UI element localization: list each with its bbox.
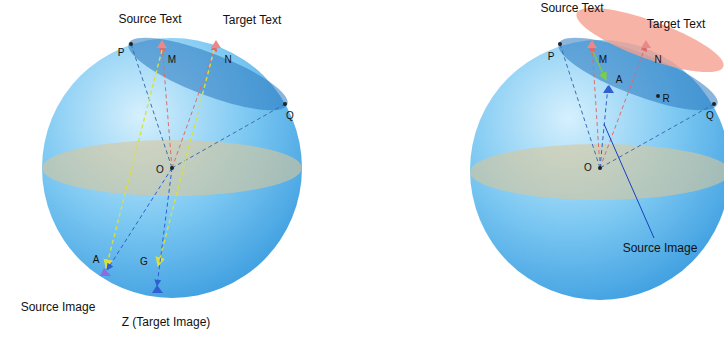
- point-label: N: [224, 55, 231, 65]
- image-label: Source Image: [623, 242, 698, 254]
- point-label: P: [118, 48, 125, 58]
- point-label: P: [548, 52, 555, 62]
- point-label: R: [662, 94, 669, 104]
- point-label: G: [140, 257, 148, 267]
- right-sphere: [470, 0, 724, 300]
- point-label: N: [654, 55, 661, 65]
- left-sphere: [42, 24, 302, 298]
- text-label: Target Text: [223, 14, 281, 26]
- point-label: O: [156, 165, 164, 175]
- image-label: Z (Target Image): [122, 316, 211, 328]
- text-label: Source Text: [118, 13, 181, 25]
- text-label: Target Text: [647, 18, 705, 30]
- point-label: Q: [286, 111, 294, 121]
- text-label: Source Text: [540, 2, 603, 14]
- point-label: A: [616, 75, 623, 85]
- image-label: Source Image: [21, 301, 96, 313]
- point-label: A: [93, 255, 100, 265]
- point-label: M: [599, 55, 607, 65]
- point-label: O: [584, 163, 592, 173]
- point-label: Q: [706, 111, 714, 121]
- point-label: M: [168, 55, 176, 65]
